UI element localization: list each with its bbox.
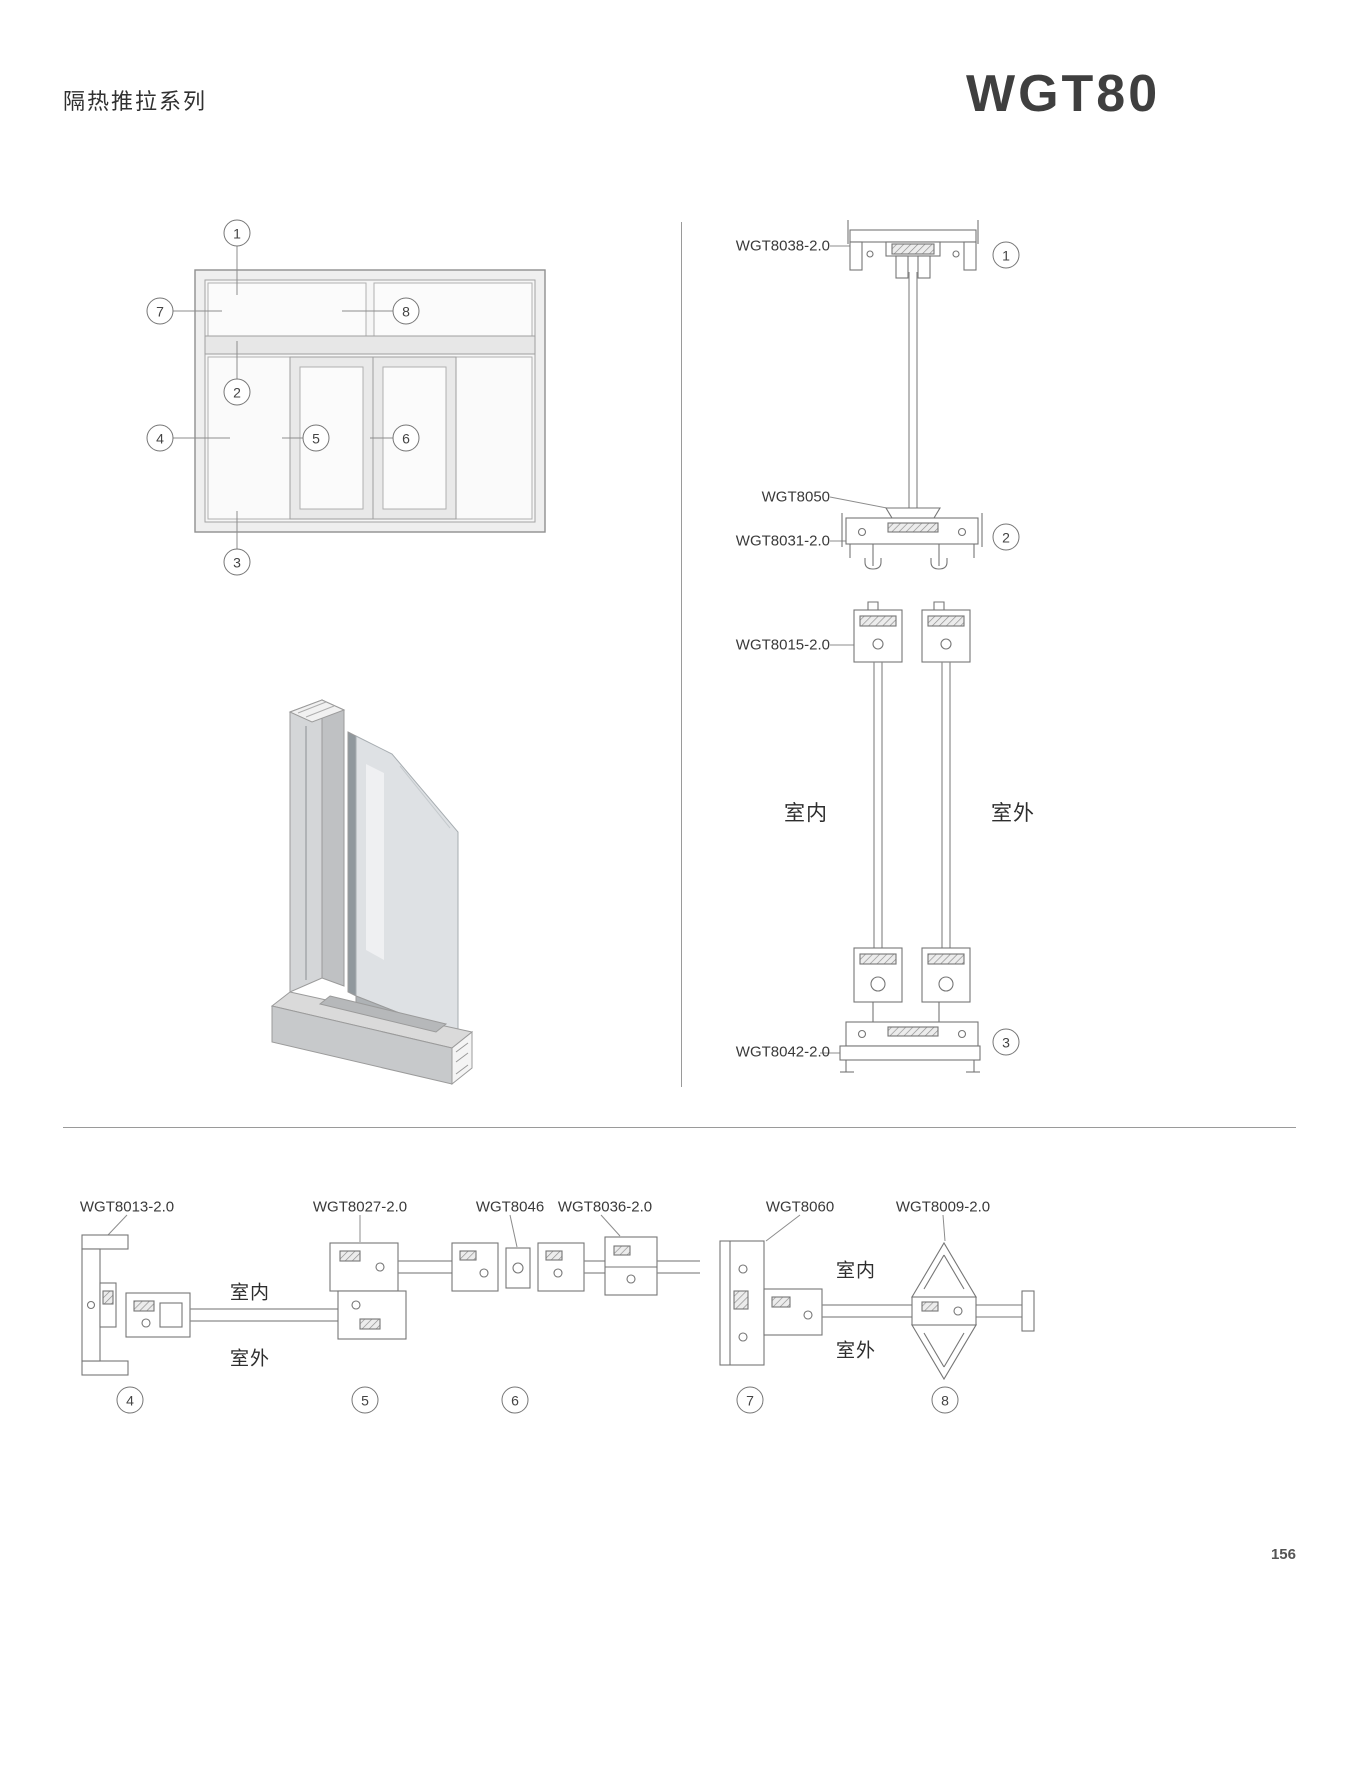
elevation-callout-6: 6: [392, 424, 420, 452]
page-number: 156: [1270, 1546, 1296, 1563]
product-code: WGT80: [966, 65, 1161, 123]
sash-top-profiles: [853, 601, 971, 663]
fixed-glass-pane: [908, 272, 918, 508]
elevation-callout-4: 4: [146, 424, 174, 452]
sash-stile-right: [763, 1288, 823, 1336]
vsection-callout-2: 2: [992, 523, 1020, 551]
interlock-profile: [329, 1242, 407, 1340]
vsection-outdoor-label: 室外: [991, 802, 1035, 825]
elevation-callout-1: 1: [223, 219, 251, 247]
label-jamb-right: WGT8060: [765, 1198, 835, 1216]
glass-mid-right: [657, 1260, 700, 1274]
meeting-stile-profile: [604, 1236, 658, 1296]
vertical-section-drawing: [820, 220, 983, 1073]
hsection-callout-8: 8: [931, 1386, 959, 1414]
series-title: 隔热推拉系列: [63, 89, 208, 114]
corner-profile: [911, 1241, 1035, 1381]
hsection-outdoor-right-label: 室外: [835, 1340, 877, 1362]
elevation-frame: [194, 269, 546, 533]
horizontal-section-drawing: [81, 1214, 1035, 1381]
sash-bottom-profiles: [853, 947, 971, 1003]
label-jamb-left: WGT8013-2.0: [79, 1198, 175, 1216]
elevation-callout-2: 2: [223, 378, 251, 406]
sill-profile: [839, 1002, 981, 1073]
isometric-corner-rendering: [270, 699, 474, 1086]
sash-glass-panes: [873, 662, 951, 948]
hsection-callout-4: 4: [116, 1386, 144, 1414]
vertical-divider: [681, 222, 682, 1087]
label-head-profile: WGT8038-2.0: [735, 237, 830, 255]
horizontal-divider: [63, 1127, 1296, 1128]
label-transom-profile: WGT8031-2.0: [735, 532, 830, 550]
label-interlock-profile: WGT8015-2.0: [735, 636, 830, 654]
window-elevation-drawing: [160, 233, 546, 562]
vsection-callout-1: 1: [992, 241, 1020, 269]
transom-profiles: [841, 507, 983, 570]
head-profile: [847, 220, 979, 279]
label-connector: WGT8046: [475, 1198, 545, 1216]
hsection-indoor-left-label: 室内: [229, 1282, 271, 1304]
hsection-callout-5: 5: [351, 1386, 379, 1414]
vsection-indoor-label: 室内: [784, 802, 828, 825]
elevation-callout-3: 3: [223, 548, 251, 576]
hsection-callout-6: 6: [501, 1386, 529, 1414]
label-corner: WGT8009-2.0: [895, 1198, 991, 1216]
glass-mid-left: [398, 1260, 452, 1274]
glass-right: [822, 1304, 912, 1318]
hsection-indoor-right-label: 室内: [835, 1260, 877, 1282]
hsection-leader-lines: [107, 1214, 946, 1248]
elevation-callout-7: 7: [146, 297, 174, 325]
elevation-callout-5: 5: [302, 424, 330, 452]
center-meeting-profiles: [451, 1242, 585, 1292]
sash-stile-left: [125, 1292, 191, 1338]
label-adaptor-profile: WGT8050: [761, 488, 830, 506]
jamb-right-profile: [719, 1240, 765, 1366]
glass-mid: [584, 1260, 605, 1274]
label-meeting-stile: WGT8036-2.0: [557, 1198, 653, 1216]
hsection-outdoor-left-label: 室外: [229, 1348, 271, 1370]
label-sill-profile: WGT8042-2.0: [735, 1043, 830, 1061]
hsection-callout-7: 7: [736, 1386, 764, 1414]
vsection-callout-3: 3: [992, 1028, 1020, 1056]
glass-left: [190, 1308, 338, 1322]
label-interlock: WGT8027-2.0: [312, 1198, 408, 1216]
elevation-callout-8: 8: [392, 297, 420, 325]
jamb-left-profile: [81, 1234, 129, 1376]
